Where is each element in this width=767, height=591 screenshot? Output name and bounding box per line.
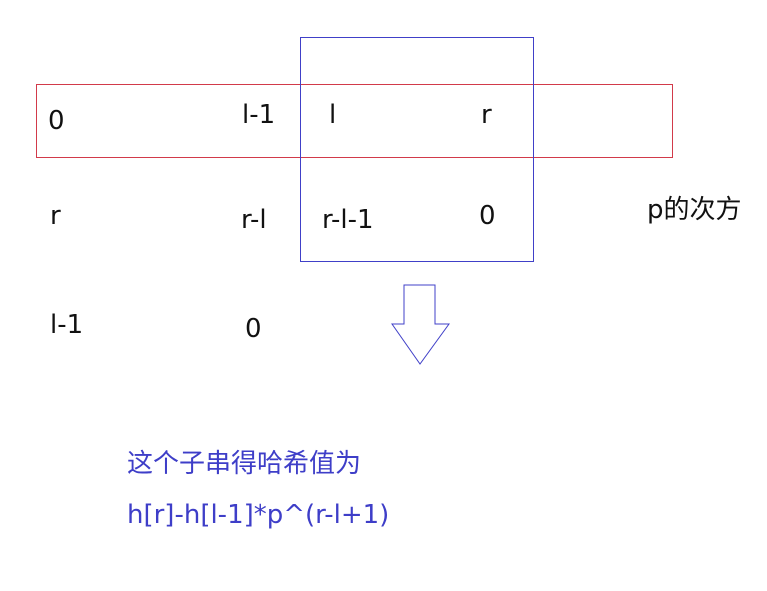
index-r-label: r [481, 100, 492, 130]
power-r-minus-l-label: r-l [241, 205, 267, 235]
substring-range-box [300, 37, 534, 262]
index-l-label: l [329, 100, 337, 130]
index-range-box [36, 84, 673, 158]
index-l-minus-1-label: l-1 [242, 100, 276, 130]
index-0-label: 0 [48, 106, 65, 136]
down-arrow-icon [391, 284, 450, 365]
power-r-label: r [50, 201, 61, 231]
power-zero-l-row-label: 0 [245, 314, 262, 344]
power-r-minus-l-minus-1-label: r-l-1 [322, 205, 374, 235]
power-caption: p的次方 [647, 195, 742, 225]
power-zero-label: 0 [479, 201, 496, 231]
result-formula: h[r]-h[l-1]*p^(r-l+1) [127, 500, 390, 530]
result-caption: 这个子串得哈希值为 [127, 449, 362, 479]
power-l-minus-1-label: l-1 [50, 310, 84, 340]
